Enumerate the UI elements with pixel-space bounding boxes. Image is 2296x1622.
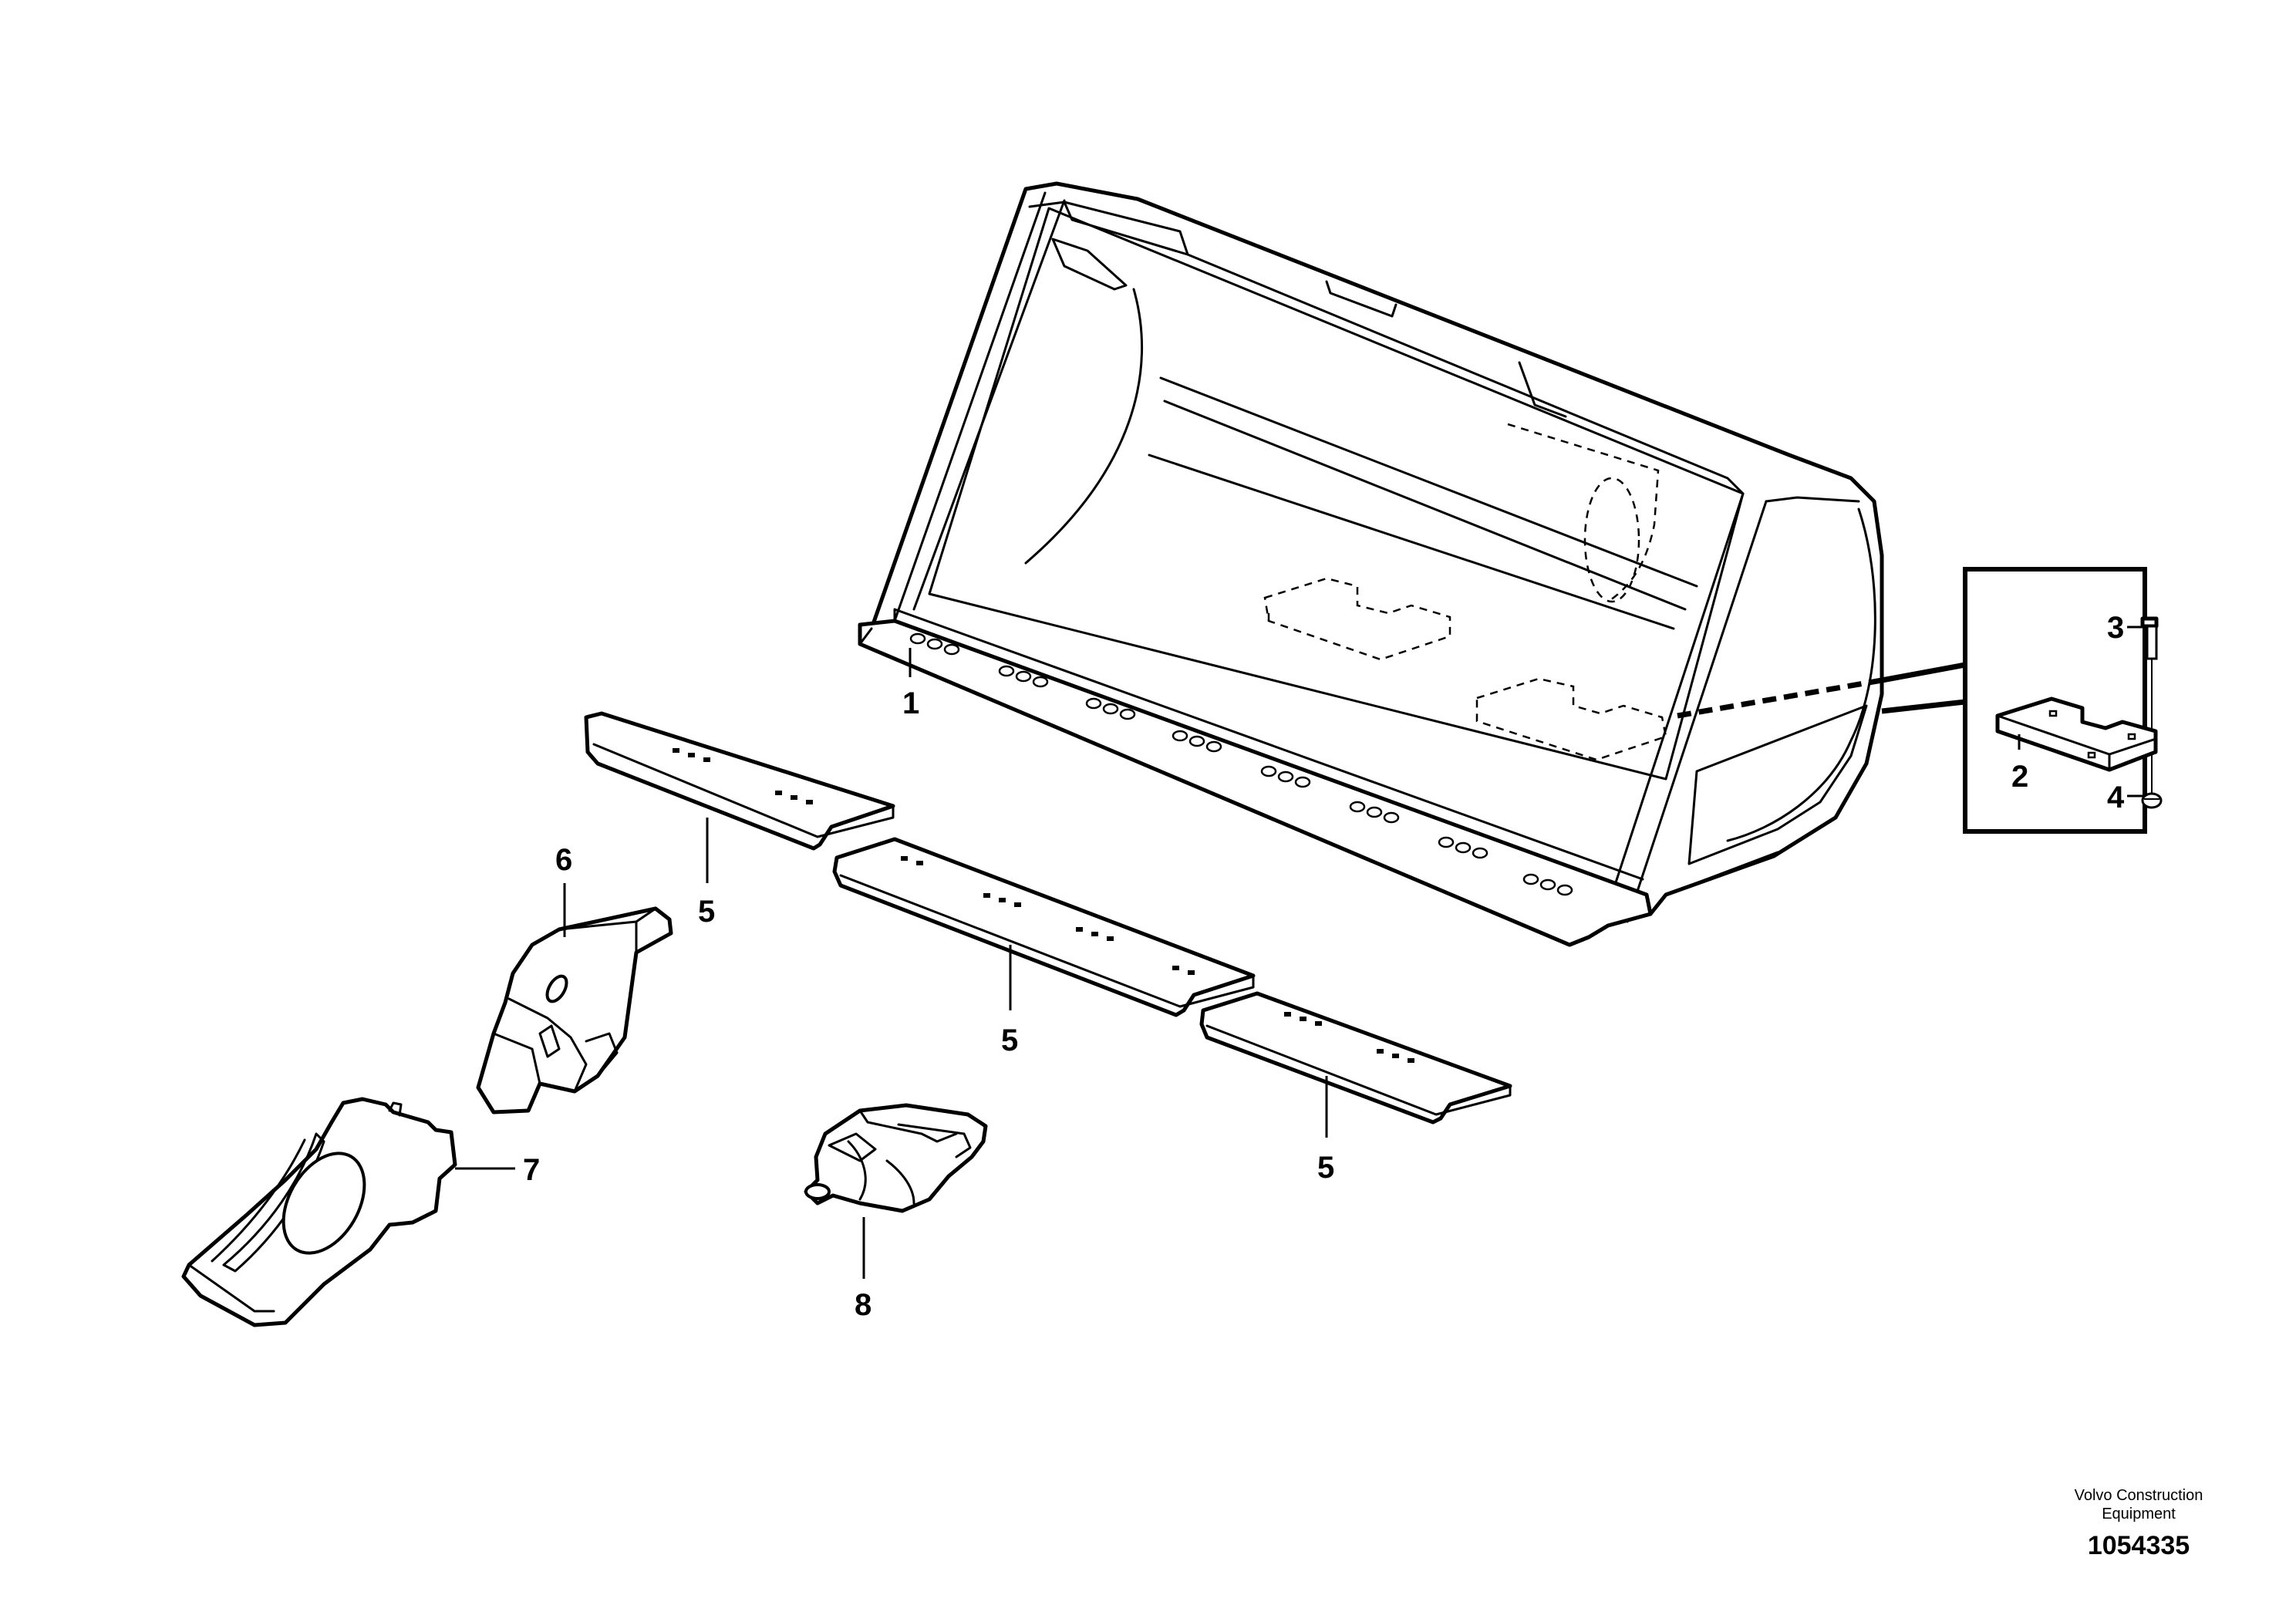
callout-6: 6 [555, 843, 572, 877]
detail-leader [1677, 662, 1966, 719]
callout-2: 2 [2011, 760, 2028, 794]
tooth-adapter-part-6 [476, 906, 673, 1114]
callout-5-left: 5 [698, 895, 715, 929]
wear-plate-part-2 [1995, 696, 2158, 772]
edge-segment-middle [832, 837, 1256, 1017]
detail-box [1963, 567, 2163, 834]
callout-1: 1 [902, 686, 919, 720]
document-number: 1054335 [2088, 1531, 2190, 1560]
callout-leaders [455, 648, 1328, 1279]
edge-segment-left [584, 711, 895, 851]
callout-8: 8 [855, 1288, 872, 1322]
callout-3: 3 [2107, 611, 2124, 645]
nut-part-4 [2141, 792, 2163, 809]
segment-part-8 [804, 1103, 988, 1213]
callout-7: 7 [523, 1153, 540, 1187]
edge-segment-right [1199, 991, 1512, 1125]
bucket [858, 181, 1884, 947]
company-name-line2: Equipment [2102, 1506, 2176, 1523]
bolt-part-3 [2140, 616, 2159, 802]
tooth-part-7 [181, 1097, 457, 1327]
callout-4: 4 [2107, 781, 2125, 814]
company-name-line1: Volvo Construction [2075, 1487, 2203, 1504]
cutting-edge-bolts [909, 632, 1573, 896]
callout-5-middle: 5 [1001, 1023, 1018, 1057]
callout-5-right: 5 [1317, 1151, 1334, 1185]
